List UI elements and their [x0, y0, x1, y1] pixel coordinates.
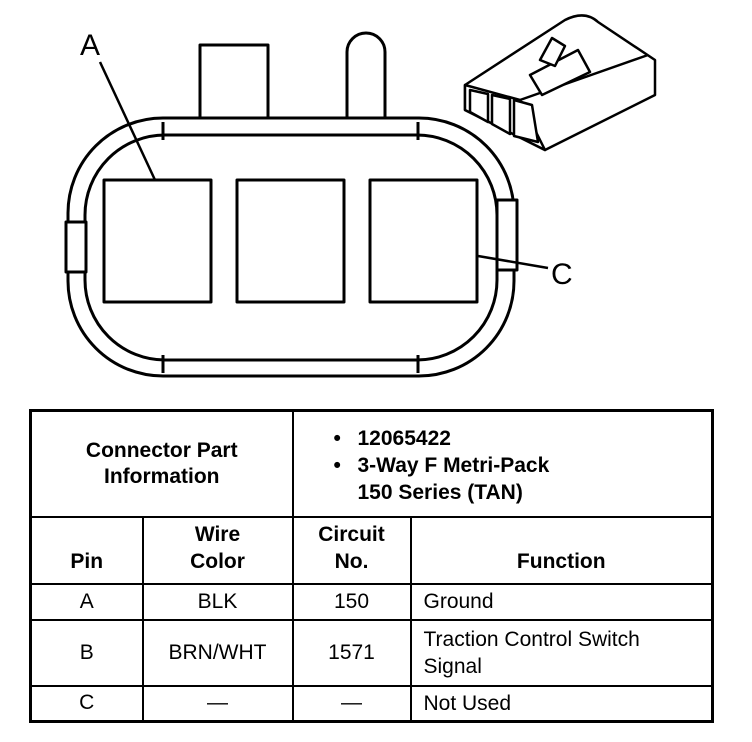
wire-color-cell: — [141, 684, 294, 723]
header-pin: Pin [29, 515, 144, 585]
callout-c-leader [477, 254, 549, 270]
header-wire-color: Wire Color [141, 515, 294, 585]
connector-part-label-line2: Information [104, 464, 220, 488]
function-cell: Ground [409, 582, 714, 621]
connector-side-latch-left [64, 220, 88, 274]
pin-cell: C [29, 684, 144, 723]
connector-diagram: A C [64, 14, 657, 378]
cavity-c [368, 178, 479, 304]
connector-isometric-view [463, 14, 657, 152]
cavity-b [235, 178, 346, 304]
part-description-line1: 3-Way F Metri-Pack [334, 452, 712, 479]
callout-a-label: A [80, 29, 100, 62]
part-number: 12065422 [334, 425, 712, 452]
wire-color-cell: BRN/WHT [141, 618, 294, 687]
circuit-cell: — [291, 684, 412, 723]
connector-info-table: Connector Part Information 12065422 3-Wa… [29, 409, 714, 723]
callout-a-leader [98, 61, 157, 181]
callout-c-label: C [551, 258, 573, 291]
function-cell: Not Used [409, 684, 714, 723]
connector-part-label-line1: Connector Part [85, 438, 238, 462]
cavity-a [102, 178, 213, 304]
table-row: A BLK 150 Ground [29, 582, 714, 621]
header-function: Function [409, 515, 714, 585]
circuit-cell: 1571 [291, 618, 412, 687]
table-row: C — — Not Used [29, 684, 714, 723]
circuit-cell: 150 [291, 582, 412, 621]
table-row: B BRN/WHT 1571 Traction Control Switch S… [29, 618, 714, 687]
connector-key [345, 31, 387, 145]
pin-cell: A [29, 582, 144, 621]
function-cell: Traction Control Switch Signal [409, 618, 714, 687]
connector-part-details: 12065422 3-Way F Metri-Pack 150 Series (… [291, 409, 714, 518]
connector-tab [198, 43, 270, 127]
wire-color-cell: BLK [141, 582, 294, 621]
connector-side-latch-right [495, 198, 519, 272]
pin-cell: B [29, 618, 144, 687]
header-circuit-no: Circuit No. [291, 515, 412, 585]
connector-part-info-label: Connector Part Information [29, 409, 294, 518]
part-description-line2: 150 Series (TAN) [357, 481, 523, 505]
